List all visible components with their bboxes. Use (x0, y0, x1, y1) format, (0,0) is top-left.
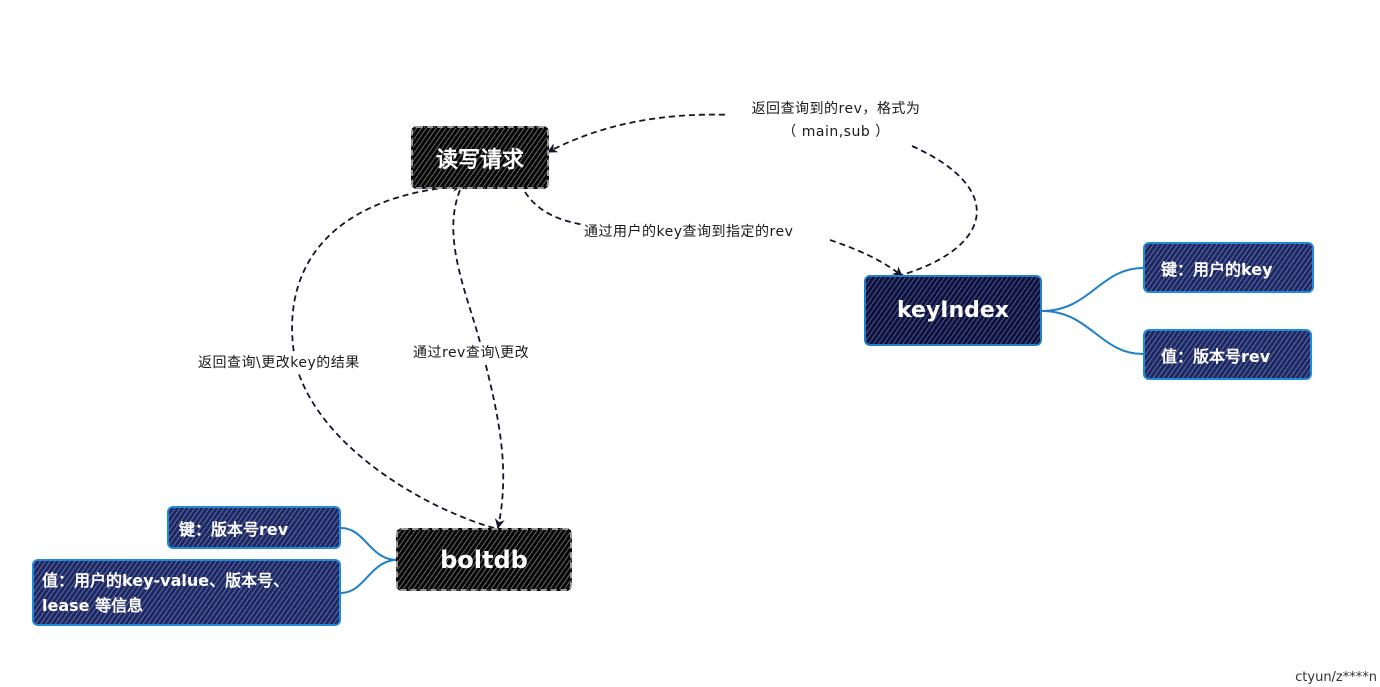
node-keyindex[interactable]: keyIndex (864, 275, 1042, 346)
watermark: ctyun/z****n (1295, 670, 1377, 685)
edge-label-query-by-rev: 通过rev查询\更改 (413, 342, 530, 362)
edge-label-return-rev-line1: 返回查询到的rev，格式为 (728, 98, 944, 121)
node-keyindex-key[interactable]: 键：用户的key (1143, 242, 1314, 293)
edge-label-return-rev: 返回查询到的rev，格式为 （ main,sub ） (728, 98, 944, 144)
node-boltdb-value-line1: 值：用户的key-value、版本号、 (42, 570, 290, 590)
node-boltdb-value-line2: lease 等信息 (42, 595, 144, 615)
node-boltdb-label: boltdb (440, 545, 528, 574)
node-boltdb-value[interactable]: 值：用户的key-value、版本号、 lease 等信息 (32, 559, 341, 626)
edge-return-result (291, 181, 495, 529)
node-boltdb-key[interactable]: 键：版本号rev (167, 506, 341, 549)
edge-label-return-result: 返回查询\更改key的结果 (198, 352, 360, 372)
node-boltdb[interactable]: boltdb (396, 528, 572, 591)
node-keyindex-label: keyIndex (896, 298, 1009, 323)
node-request-label: 读写请求 (435, 147, 524, 173)
branch-keyindex-key (1041, 267, 1144, 312)
edge-label-query-rev-by-key: 通过用户的key查询到指定的rev (584, 221, 794, 241)
branch-keyindex-value (1041, 310, 1144, 355)
node-request[interactable]: 读写请求 (411, 126, 549, 189)
node-boltdb-key-label: 键：版本号rev (179, 519, 289, 539)
branch-boltdb-value (340, 559, 398, 594)
edge-label-return-rev-line2: （ main,sub ） (728, 121, 944, 144)
node-keyindex-value-label: 值：版本号rev (1161, 346, 1271, 366)
branch-boltdb-key (340, 527, 398, 561)
edge-query-rev-by-key (524, 191, 902, 276)
node-keyindex-key-label: 键：用户的key (1161, 259, 1273, 279)
edge-return-rev (548, 113, 978, 277)
node-keyindex-value[interactable]: 值：版本号rev (1143, 329, 1312, 380)
